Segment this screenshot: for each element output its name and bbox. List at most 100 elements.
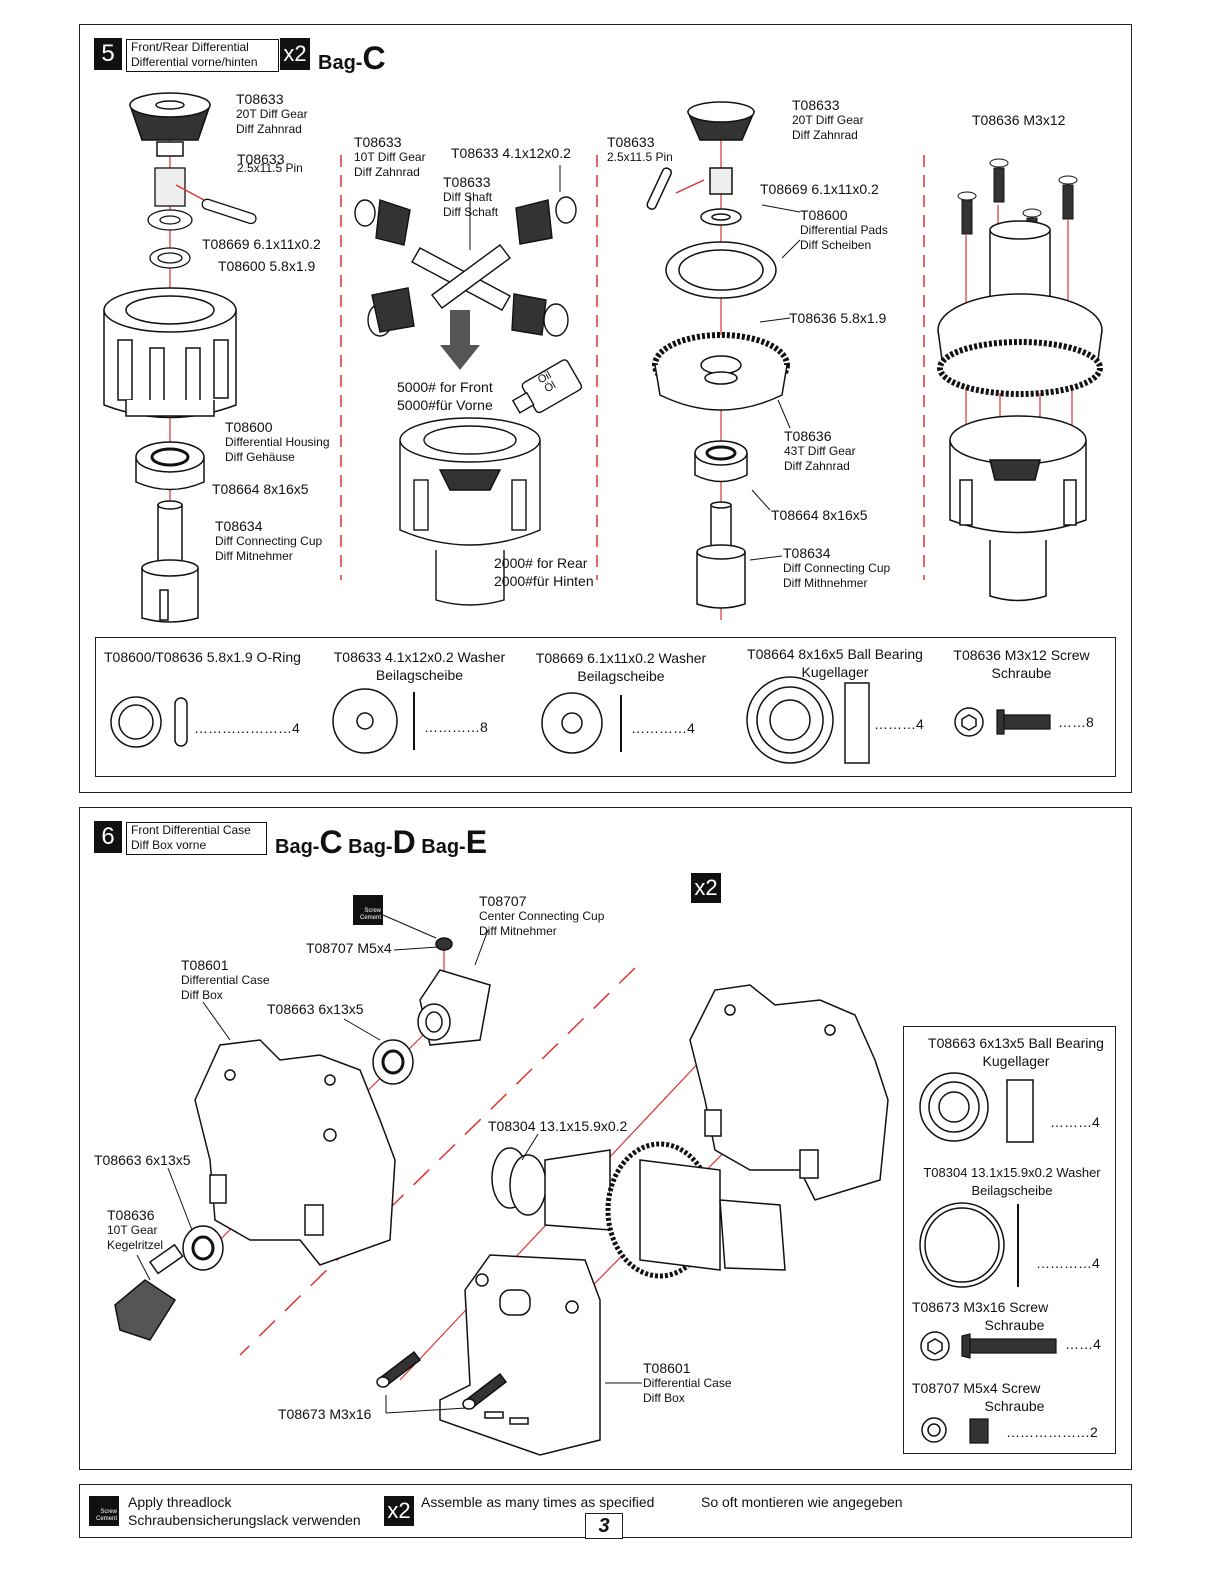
step-title-box: Front/Rear Differential Differential vor… — [126, 39, 279, 72]
footer-screw-cement-text-2: Cement — [95, 1516, 117, 1522]
c3-washer-label: T08669 6.1x11x0.2 — [760, 181, 879, 197]
s6-pinion-code: T08636 — [107, 1207, 155, 1223]
c2-washer-label: T08633 4.1x12x0.2 — [451, 145, 571, 161]
bag-c-prefix: Bag- — [275, 836, 320, 858]
c1-cup-code: T08634 — [215, 518, 263, 534]
s6-case-bottom-de: Diff Box — [643, 1391, 685, 1405]
c2-oil-front-en: 5000# for Front — [397, 379, 493, 395]
c2-oil-front-label: 5000# for Front 5000#für Vorne — [397, 378, 493, 414]
c1-housing-en: Differential Housing — [225, 435, 330, 449]
bag-d-letter: D — [392, 824, 416, 860]
c3-ring-de: Diff Zahnrad — [784, 459, 850, 473]
c1-washer-label: T08669 6.1x11x0.2 — [202, 236, 321, 252]
c2-shaft-de: Diff Schaft — [443, 205, 499, 219]
step6-title-en: Front Differential Case — [131, 823, 251, 837]
legend6-bearing-de: Kugellager — [982, 1053, 1050, 1069]
legend5-washer4-de: Beilagscheibe — [375, 667, 464, 683]
footer-multiplier: x2 — [384, 1496, 414, 1526]
s6-cup-de: Diff Mitnehmer — [479, 924, 557, 938]
bag-e-letter: E — [465, 824, 488, 860]
bag-c-letter: C — [319, 824, 343, 860]
legend5-oring-title: T08600/T08636 5.8x1.9 O-Ring — [104, 649, 301, 665]
c3-gear-en: 20T Diff Gear — [792, 113, 864, 127]
step6-bags: Bag-C Bag-D Bag-E — [275, 824, 487, 861]
c3-pads-de: Diff Scheiben — [800, 238, 872, 252]
c1-bearing-label: T08664 8x16x5 — [212, 481, 309, 497]
small-gear-tl — [354, 199, 411, 246]
legend5-bearing-en: T08664 8x16x5 Ball Bearing — [747, 646, 923, 662]
s6-bearing-left-label: T08663 6x13x5 — [94, 1152, 191, 1168]
c2-shaft-en: Diff Shaft — [443, 190, 493, 204]
footer-threadlock-de: Schraubensicherungslack verwenden — [128, 1512, 361, 1528]
legend6-screw16-count: ……4 — [1065, 1336, 1101, 1352]
c3-ring-code: T08636 — [784, 428, 832, 444]
legend5-screw-de: Schraube — [991, 665, 1052, 681]
c1-cup-en: Diff Connecting Cup — [215, 534, 323, 548]
c1-gear-en: 20T Diff Gear — [236, 107, 308, 121]
step6-parts-legend — [903, 1026, 1116, 1454]
c3-pin-en: 2.5x11.5 Pin — [607, 150, 673, 164]
c3-pads-code: T08600 — [800, 207, 848, 223]
footer-screw-cement-text-1: Screw — [100, 1509, 117, 1515]
bag-label: Bag-C — [318, 40, 386, 77]
screw-cement-text-1: Screw — [364, 908, 381, 914]
footer-screw-cement-icon: Screw Cement — [89, 1496, 119, 1526]
diff-gear-20t — [128, 92, 212, 157]
small-gear-br — [511, 293, 569, 337]
c2-gear-de: Diff Zahnrad — [354, 165, 420, 179]
s6-case-bottom-code: T08601 — [643, 1360, 691, 1376]
c2-oil-rear-de: 2000#für Hinten — [494, 573, 594, 589]
c2-oil-front-de: 5000#für Vorne — [397, 397, 493, 413]
legend6-screw16-en: T08673 M3x16 Screw — [912, 1299, 1049, 1315]
step6-number: 6 — [94, 821, 122, 853]
legend6-setscrew-de: Schraube — [984, 1398, 1045, 1414]
bag-d-prefix: Bag- — [348, 836, 393, 858]
legend6-washer-en: T08304 13.1x15.9x0.2 Washer — [923, 1165, 1101, 1180]
step-title-en: Front/Rear Differential — [131, 40, 249, 54]
step6-title-de: Diff Box vorne — [131, 838, 207, 852]
step5-parts-legend — [95, 637, 1116, 777]
c4-screw-label: T08636 M3x12 — [972, 112, 1066, 128]
s6-screw-label: T08673 M3x16 — [278, 1406, 372, 1422]
legend5-washer4-en: T08633 4.1x12x0.2 Washer — [333, 649, 506, 665]
c3-gear-de: Diff Zahnrad — [792, 128, 858, 142]
multiplier-badge: x2 — [280, 38, 310, 70]
footer-assemble-en: Assemble as many times as specified — [421, 1494, 655, 1510]
page-number: 3 — [585, 1513, 623, 1539]
legend5-washer4-count: …………8 — [424, 719, 488, 735]
c1-pin-en: 2.5x11.5 Pin — [237, 161, 303, 175]
s6-washer-label: T08304 13.1x15.9x0.2 — [488, 1118, 628, 1134]
c2-gear-en: 10T Diff Gear — [354, 150, 426, 164]
bag-prefix: Bag- — [318, 52, 363, 74]
s6-cup-en: Center Connecting Cup — [479, 909, 605, 923]
legend5-screw-en: T08636 M3x12 Screw — [953, 647, 1090, 663]
legend5-washer6-de: Beilagscheibe — [577, 668, 665, 684]
s6-case-top-en: Differential Case — [181, 973, 270, 987]
legend6-washer-de: Beilagscheibe — [971, 1183, 1053, 1198]
legend5-oring-count: …………………4 — [194, 720, 300, 736]
s6-setscrew-label: T08707 M5x4 — [306, 940, 392, 956]
step-title-de: Differential vorne/hinten — [131, 55, 258, 69]
